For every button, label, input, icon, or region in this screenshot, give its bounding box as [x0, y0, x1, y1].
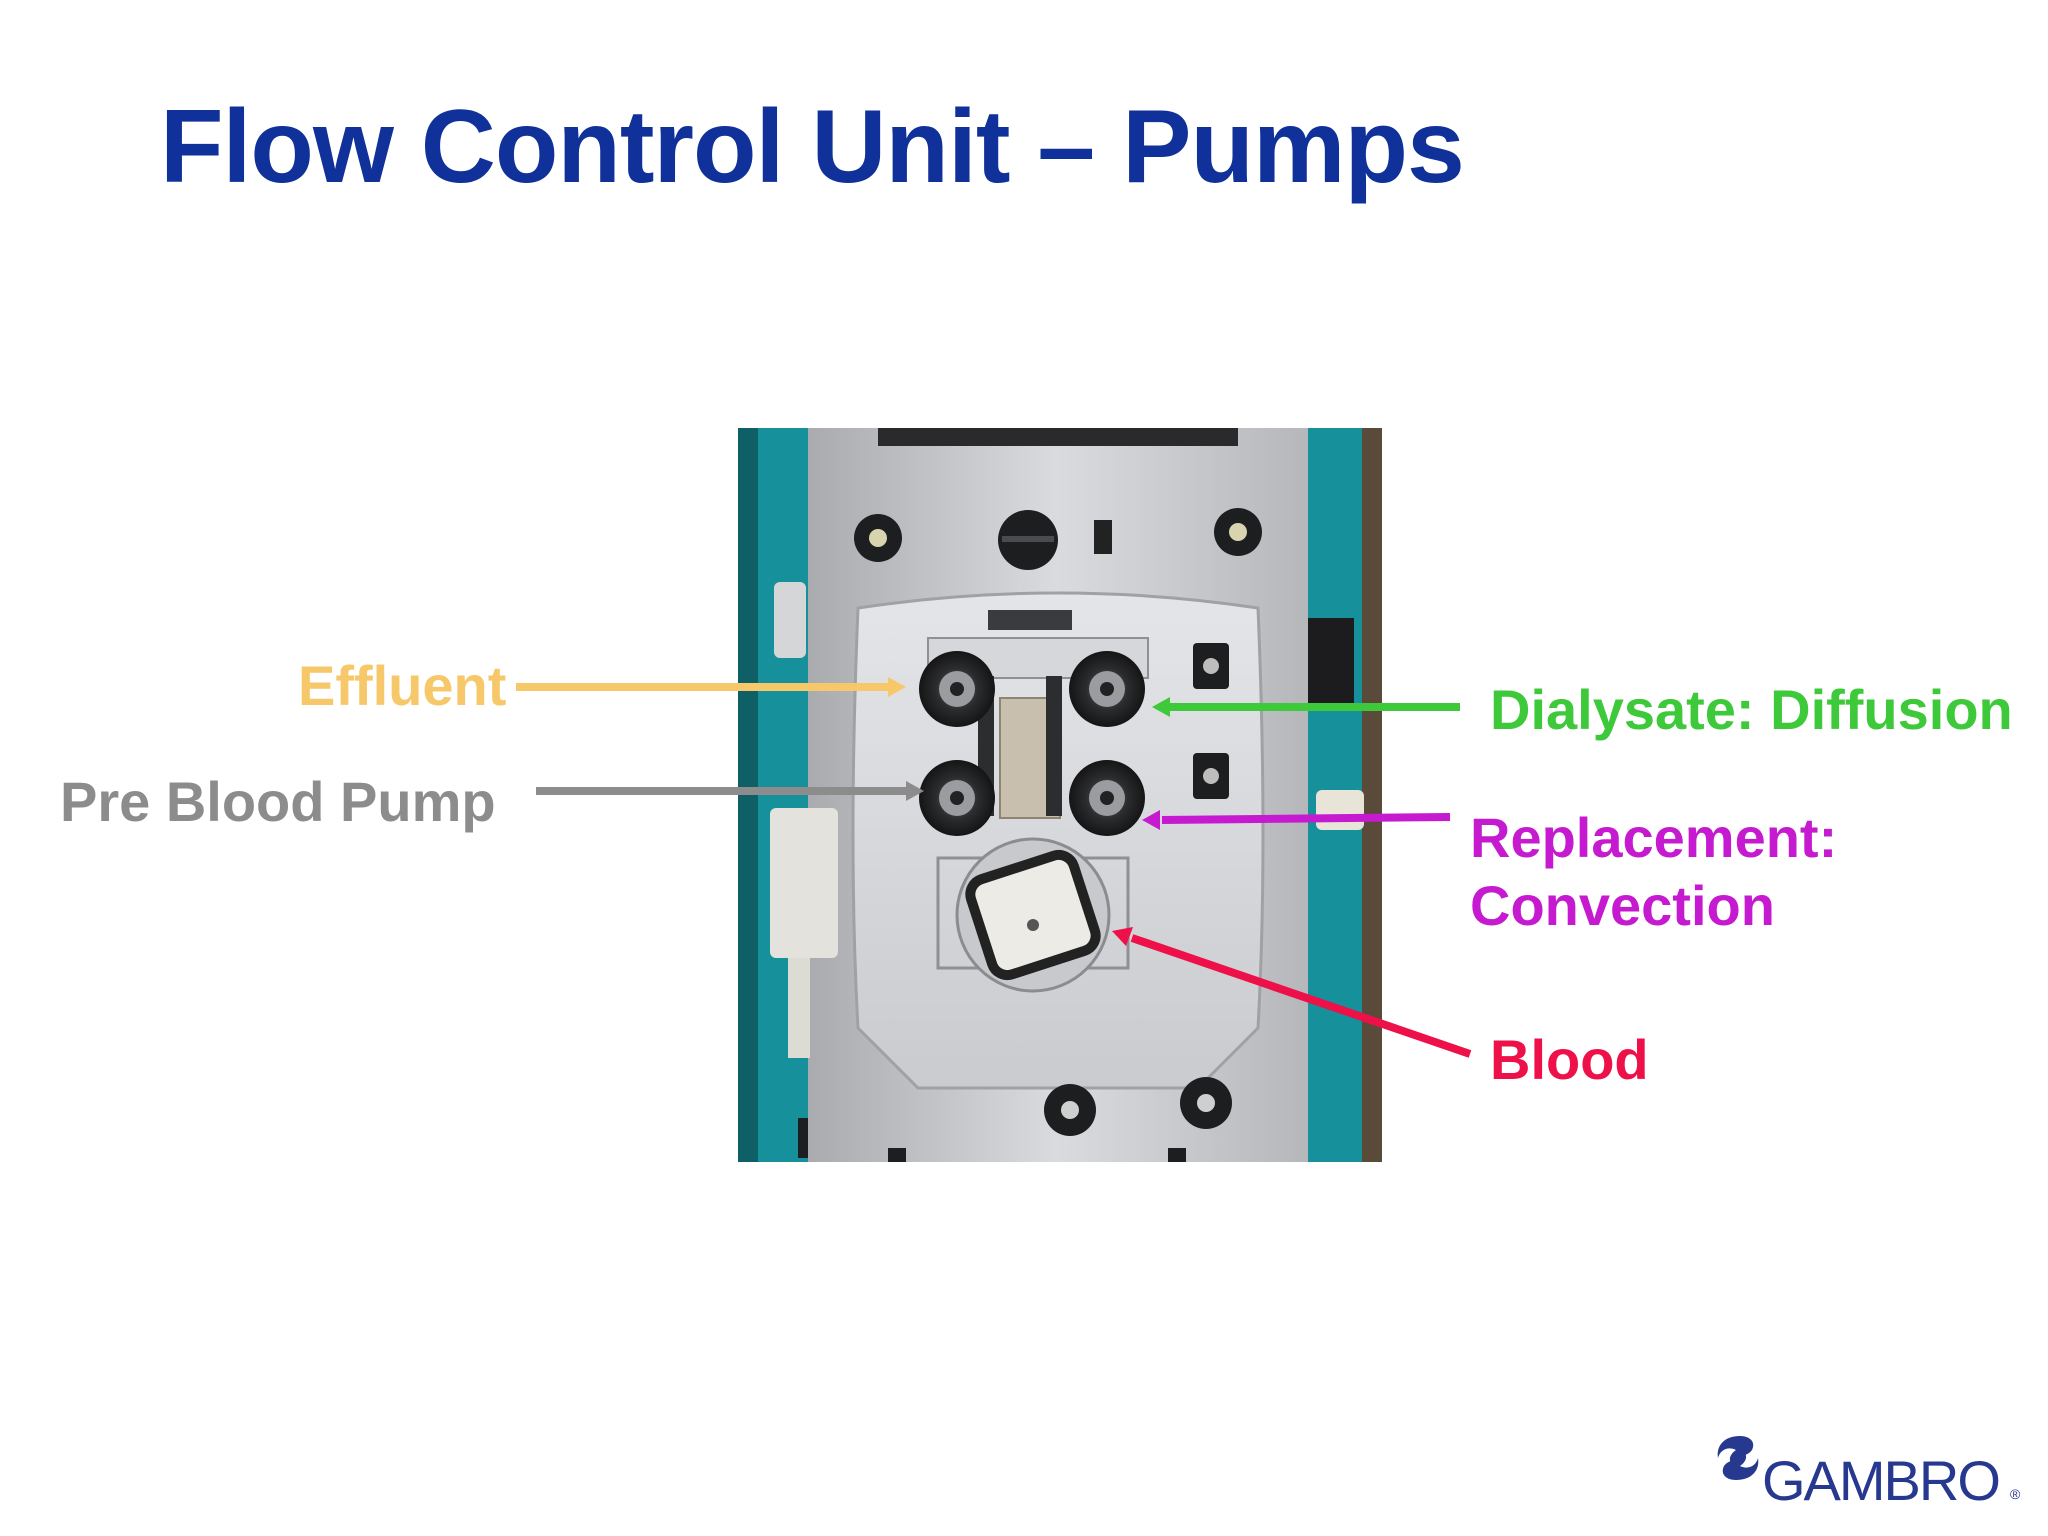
replacement-label-line1: Replacement: [1470, 806, 1838, 869]
dialysate-label: Dialysate: Diffusion [1490, 678, 2013, 741]
gambro-mark-icon [1717, 1436, 1759, 1480]
replacement-label: Replacement: Convection [1470, 804, 1837, 940]
flow-control-unit-photo [738, 428, 1382, 1162]
effluent-label: Effluent [298, 654, 507, 717]
pre-blood-pump-label: Pre Blood Pump [60, 770, 496, 833]
blood-label: Blood [1490, 1028, 1649, 1091]
registered-mark-icon: ® [2010, 1486, 2021, 1502]
replacement-label-line2: Convection [1470, 874, 1775, 937]
gambro-logo: GAMBRO ® [1710, 1428, 2028, 1516]
gambro-logo-text: GAMBRO [1762, 1449, 2001, 1512]
slide-title: Flow Control Unit – Pumps [160, 89, 1465, 205]
